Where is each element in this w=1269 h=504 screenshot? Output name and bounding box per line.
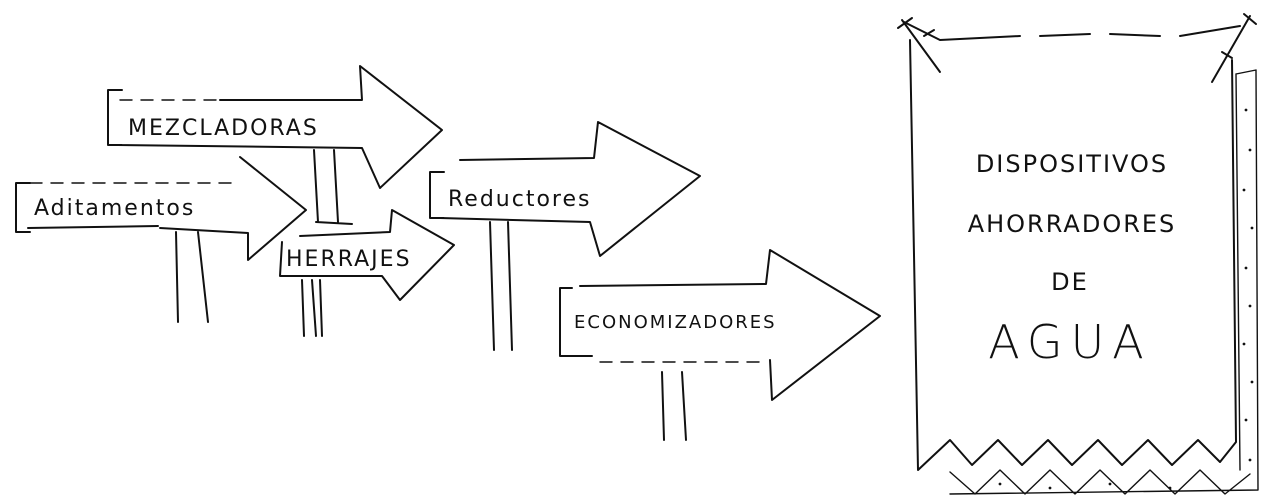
sign-herrajes-post xyxy=(301,279,323,337)
banner-line1: DISPOSITIVOS xyxy=(976,150,1168,178)
sign-reductores-arrow xyxy=(429,121,701,257)
sign-reductores-post xyxy=(489,221,513,351)
sign-mezcladoras-arrow xyxy=(107,65,443,189)
banner-line4: AGUA xyxy=(988,315,1151,369)
sign-aditamentos-post xyxy=(175,231,209,323)
sign-mezcladoras: MEZCLADORAS xyxy=(107,65,443,225)
sign-herrajes-label: HERRAJES xyxy=(286,247,412,272)
sign-reductores-label: Reductores xyxy=(448,187,591,212)
banner-pin-left xyxy=(897,17,941,73)
sign-reductores: Reductores xyxy=(429,121,701,351)
sign-economizadores-arrow xyxy=(559,249,881,401)
sign-aditamentos-arrow xyxy=(15,156,307,261)
sign-economizadores-post xyxy=(661,371,687,441)
banner-line2: AHORRADORES xyxy=(968,210,1177,238)
banner-pin-right xyxy=(1211,13,1257,83)
banner-top-rod xyxy=(903,21,1241,41)
sign-economizadores: ECONOMIZADORES xyxy=(559,249,881,441)
sign-aditamentos-label: Aditamentos xyxy=(34,196,195,221)
banner-line3: DE xyxy=(1051,268,1089,296)
sign-mezcladoras-label: MEZCLADORAS xyxy=(128,116,319,141)
sign-mezcladoras-post xyxy=(313,149,353,225)
sign-herrajes-arrow xyxy=(279,209,455,301)
sign-herrajes: HERRAJES xyxy=(279,209,455,337)
sign-aditamentos: Aditamentos xyxy=(15,156,307,323)
banner-zigzag-lower xyxy=(949,469,1251,495)
banner-panel xyxy=(909,39,1237,471)
banner-back-panel xyxy=(949,69,1259,495)
sign-economizadores-label: ECONOMIZADORES xyxy=(574,312,777,333)
banner: DISPOSITIVOS AHORRADORES DE AGUA xyxy=(897,13,1259,495)
